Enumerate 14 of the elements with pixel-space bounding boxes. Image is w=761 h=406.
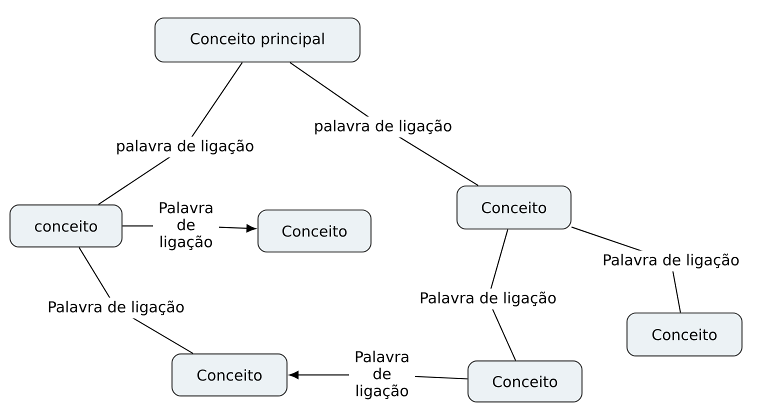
linking-phrase: palavra de ligação <box>310 116 456 138</box>
concept-box: conceito <box>9 204 123 248</box>
concept-box: Conceito <box>626 312 743 357</box>
concept-box: Conceito principal <box>154 17 361 63</box>
linking-phrase: Palavra de ligação <box>416 288 560 310</box>
linking-phrase: Palavra de ligação <box>153 198 219 254</box>
linking-phrase: palavra de ligação <box>112 136 258 158</box>
linking-phrase: Palavra de ligação <box>44 298 188 318</box>
concept-box: Conceito <box>467 360 583 403</box>
concept-box: Conceito <box>456 185 572 230</box>
linking-phrase: Palavra de ligação <box>349 348 415 402</box>
concept-box: Conceito <box>257 209 372 253</box>
concept-box: Conceito <box>171 353 288 397</box>
linking-phrase: Palavra de ligação <box>599 250 743 272</box>
